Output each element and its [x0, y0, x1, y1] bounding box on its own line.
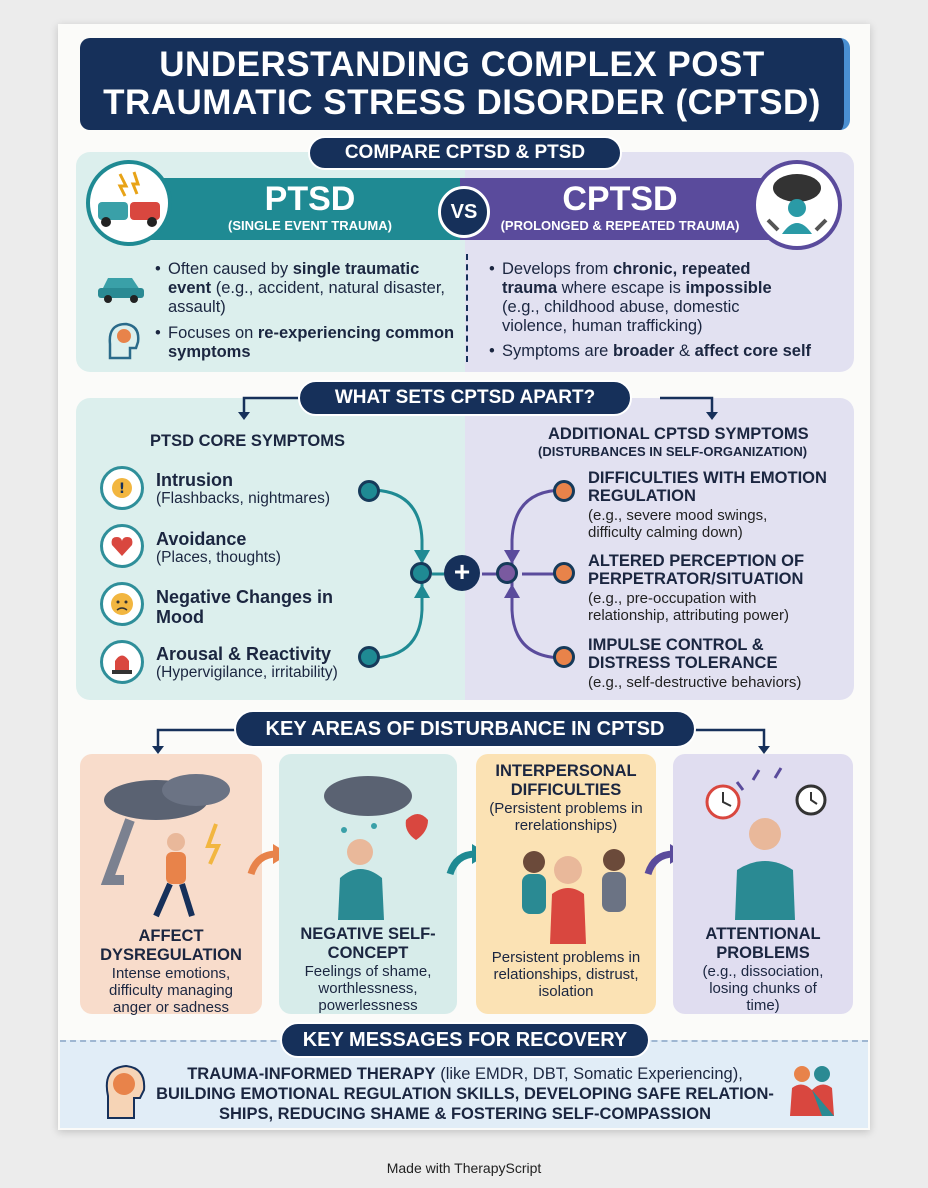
- clocks-person-icon: [705, 767, 827, 920]
- title-line-1: UNDERSTANDING COMPLEX POST: [159, 45, 765, 84]
- center-dot-left: [410, 562, 432, 584]
- footer-credit: Made with TherapyScript: [386, 1160, 542, 1176]
- plus-badge: +: [444, 555, 480, 591]
- core-dot-2: [358, 646, 380, 668]
- ptsd-b2-a: Focuses on: [168, 324, 258, 342]
- cptsd-band: [460, 178, 804, 240]
- intrusion-title: Intrusion: [156, 470, 233, 490]
- add-dot-1: [553, 480, 575, 502]
- affect-desc: Intense emotions, difficulty managing an…: [109, 965, 233, 1016]
- ptsd-b1-c: (e.g., accident, natural disaster, assau…: [168, 279, 445, 316]
- vs-text: VS: [450, 201, 478, 223]
- intrusion-icon: !: [100, 466, 144, 510]
- storm-person-icon: [100, 774, 230, 918]
- plus-sign: +: [453, 556, 471, 587]
- recovery-line-3: SHIPS, REDUCING SHAME & FOSTERING SELF-C…: [219, 1105, 711, 1123]
- apart-section: [76, 398, 854, 700]
- title-line-2: TRAUMATIC STRESS DISORDER (CPTSD): [103, 83, 821, 122]
- emotion-regulation-sub: (e.g., severe mood swings, difficulty ca…: [588, 507, 768, 541]
- cptsd-b1-a: Develops from: [502, 260, 613, 278]
- impulse-control-sub: (e.g., self-destructive behaviors): [588, 674, 802, 691]
- impulse-control-title: IMPULSE CONTROL & DISTRESS TOLERANCE: [588, 636, 778, 672]
- car-icon: [96, 268, 146, 309]
- brain-profile-icon: [96, 1062, 150, 1125]
- interpersonal-title: INTERPERSONAL DIFFICULTIES: [495, 762, 637, 799]
- interpersonal-sub: (Persistent problems in rerelationships): [489, 800, 643, 834]
- interpersonal-card: INTERPERSONAL DIFFICULTIES (Persistent p…: [476, 754, 656, 1014]
- center-dot-right: [496, 562, 518, 584]
- ptsd-band: [124, 178, 476, 240]
- self-concept-desc: Feelings of shame, worthlessness, powerl…: [304, 963, 432, 1014]
- ptsd-sublabel: (SINGLE EVENT TRAUMA): [228, 218, 392, 233]
- recovery-l1b: (like EMDR, DBT, Somatic Experiencing),: [435, 1065, 743, 1083]
- affect-card: AFFECT DYSREGULATION Intense emotions, d…: [80, 754, 262, 1016]
- cptsd-b1-e: (e.g., childhood abuse, domestic violenc…: [502, 298, 740, 335]
- avoidance-title: Avoidance: [156, 529, 247, 549]
- cptsd-b2-b: broader: [612, 342, 675, 360]
- arousal-title: Arousal & Reactivity: [156, 644, 332, 664]
- cptsd-b2-d: affect core self: [694, 342, 812, 360]
- attention-title: ATTENTIONAL PROBLEMS: [705, 925, 821, 962]
- sad-person-icon: [324, 776, 428, 920]
- core-dot-1: [358, 480, 380, 502]
- areas-arrows: [152, 728, 770, 754]
- recovery-l1a: TRAUMA-INFORMED THERAPY: [187, 1065, 436, 1083]
- affect-title: AFFECT DYSREGULATION: [100, 927, 242, 964]
- cptsd-b2-a: Symptoms are: [502, 342, 613, 360]
- compare-divider: [466, 254, 468, 362]
- arousal-sub: (Hypervigilance, irritability): [156, 664, 338, 681]
- vs-badge: VS: [438, 186, 490, 238]
- ptsd-b2-b: re-experiencing common symptoms: [168, 324, 455, 361]
- cptsd-bullet-2: Symptoms are broader & affect core self: [489, 342, 842, 361]
- attention-desc: (e.g., dissociation, losing chunks of ti…: [702, 963, 824, 1014]
- cptsd-b2-c: &: [674, 342, 695, 360]
- emotion-regulation-title: DIFFICULTIES WITH EMOTION REGULATION: [588, 469, 827, 505]
- trauma-person-icon: [752, 160, 842, 250]
- intrusion-sub: (Flashbacks, nightmares): [156, 490, 331, 507]
- cptsd-bullet-1: Develops from chronic, repeated trauma w…: [489, 260, 802, 336]
- avoidance-sub: (Places, thoughts): [156, 549, 281, 566]
- svg-text:!: !: [119, 481, 125, 497]
- mood-title: Negative Changes in Mood: [156, 587, 334, 627]
- car-crash-icon: [86, 160, 172, 246]
- ptsd-label: PTSD: [264, 180, 356, 218]
- self-concept-card: NEGATIVE SELF-CONCEPT Feelings of shame,…: [279, 754, 457, 1014]
- cptsd-sublabel: (PROLONGED & REPEATED TRAUMA): [500, 218, 740, 233]
- recovery-text: TRAUMA-INFORMED THERAPY (like EMDR, DBT,…: [150, 1064, 780, 1124]
- core-symptoms-title: PTSD CORE SYMPTOMS: [150, 432, 345, 450]
- additional-symptoms-subtitle: (DISTURBANCES IN SELF-ORGANIZATION): [538, 444, 808, 459]
- self-concept-title: NEGATIVE SELF-CONCEPT: [300, 925, 436, 962]
- apart-heading: WHAT SETS CPTSD APART?: [298, 380, 632, 416]
- add-dot-2: [553, 562, 575, 584]
- add-dot-3: [553, 646, 575, 668]
- cptsd-b1-c: where escape is: [557, 279, 686, 297]
- recovery-heading: KEY MESSAGES FOR RECOVERY: [280, 1022, 650, 1058]
- hug-icon: [782, 1062, 842, 1121]
- cptsd-b1-d: impossible: [685, 279, 772, 297]
- cptsd-b1-b: chronic, repeated trauma: [502, 260, 751, 297]
- cptsd-label: CPTSD: [562, 180, 678, 218]
- ptsd-b1-a: Often caused by: [168, 260, 293, 278]
- recovery-line-1: TRAUMA-INFORMED THERAPY (like EMDR, DBT,…: [150, 1064, 780, 1084]
- alarm-light-icon: [100, 640, 144, 684]
- ptsd-b1-b: single traumatic event: [168, 260, 420, 297]
- areas-heading: KEY AREAS OF DISTURBANCE IN CPTSD: [234, 710, 696, 748]
- perpetrator-title: ALTERED PERCEPTION OF PERPETRATOR/SITUAT…: [588, 552, 805, 588]
- attention-card: ATTENTIONAL PROBLEMS (e.g., dissociation…: [673, 754, 853, 1014]
- perpetrator-sub: (e.g., pre-occupation with relationship,…: [588, 590, 789, 624]
- compare-heading: COMPARE CPTSD & PTSD: [308, 136, 622, 170]
- broken-heart-icon: [100, 524, 144, 568]
- ptsd-bullet-2: Focuses on re-experiencing common sympto…: [155, 324, 458, 362]
- title-banner: UNDERSTANDING COMPLEX POST TRAUMATIC STR…: [80, 38, 850, 130]
- recovery-line-2: BUILDING EMOTIONAL REGULATION SKILLS, DE…: [156, 1085, 774, 1103]
- additional-symptoms-title: ADDITIONAL CPTSD SYMPTOMS: [548, 425, 809, 443]
- group-people-icon: [522, 849, 626, 944]
- interpersonal-desc: Persistent problems in relationships, di…: [491, 949, 641, 1000]
- ptsd-bullet-1: Often caused by single traumatic event (…: [155, 260, 458, 317]
- brain-head-icon: [100, 318, 144, 367]
- apart-arrows: [238, 396, 718, 420]
- sad-face-icon: [100, 582, 144, 626]
